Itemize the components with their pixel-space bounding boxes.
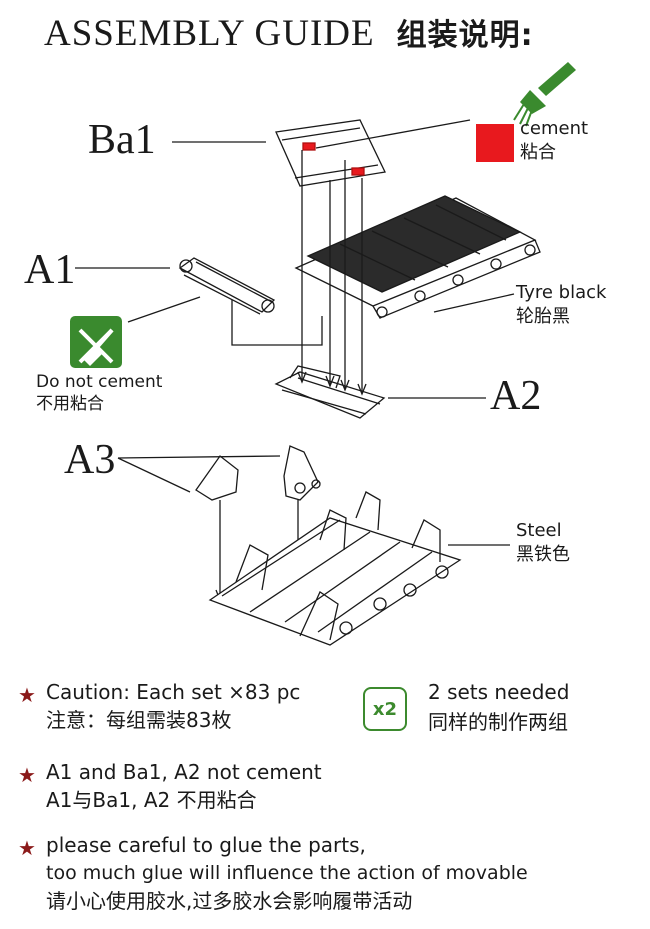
star-icon: ★ [18, 763, 36, 787]
title-chinese: 组装说明: [396, 18, 534, 53]
note-caution-zh: 注意：每组需装83枚 [46, 708, 232, 732]
leader-a3-right [117, 455, 281, 459]
label-tyre-black-zh: 轮胎黑 [516, 306, 570, 327]
legend-cement-zh: 粘合 [520, 142, 556, 163]
legend-no-cement-en: Do not cement [36, 372, 163, 392]
note-glue-en-2: too much glue will influence the action … [46, 862, 528, 884]
part-ba1-drawing [275, 119, 386, 187]
page-title: ASSEMBLY GUIDE 组装说明: [44, 10, 534, 55]
cement-mark-ba1-right [351, 167, 365, 176]
leader-tyre [433, 293, 515, 313]
label-a2: A2 [490, 373, 542, 419]
leader-no-cement [127, 296, 201, 323]
steel-track-assembly-drawing [208, 491, 462, 646]
assembly-diagram [70, 62, 576, 646]
no-cement-icon [70, 316, 122, 368]
cement-color-swatch [476, 124, 514, 162]
leader-a3-left [117, 457, 191, 493]
sets-multiplier-badge: x2 [363, 687, 407, 731]
note-sets-zh: 同样的制作两组 [428, 710, 568, 734]
part-a1-drawing [178, 257, 276, 315]
note-glue-en-1: please careful to glue the parts, [46, 833, 366, 857]
cement-mark-ba1-left [302, 142, 316, 151]
legend-cement-en: cement [520, 118, 589, 139]
label-steel-en: Steel [516, 520, 562, 541]
assembly-arrows-a2 [297, 119, 471, 396]
label-steel-zh: 黑铁色 [516, 544, 570, 565]
label-a1: A1 [24, 247, 76, 293]
note-caution-en: Caution: Each set ×83 pc [46, 680, 301, 704]
leader-a1-route [231, 300, 323, 346]
label-a3: A3 [64, 437, 116, 483]
cement-brush-icon [513, 62, 576, 127]
note-glue-zh: 请小心使用胶水,过多胶水会影响履带活动 [46, 889, 413, 913]
star-icon: ★ [18, 683, 36, 707]
part-a2-drawing [274, 365, 386, 419]
note-sets-en: 2 sets needed [428, 680, 570, 704]
label-ba1: Ba1 [88, 117, 156, 163]
part-a3-drawing [195, 445, 321, 501]
note-not-cement-en: A1 and Ba1, A2 not cement [46, 760, 322, 784]
legend-no-cement-zh: 不用粘合 [36, 394, 104, 414]
note-not-cement-zh: A1与Ba1, A2 不用粘合 [46, 788, 257, 812]
label-tyre-black-en: Tyre black [516, 282, 607, 303]
title-english: ASSEMBLY GUIDE [44, 13, 375, 54]
star-icon: ★ [18, 836, 36, 860]
part-tyre-pad-drawing [294, 195, 541, 319]
